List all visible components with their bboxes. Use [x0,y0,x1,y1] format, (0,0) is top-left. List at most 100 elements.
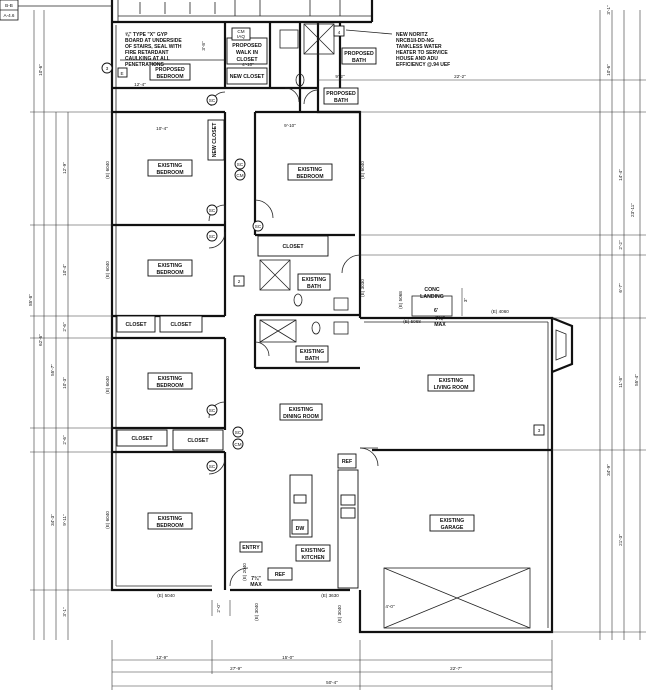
svg-text:CM: CM [236,173,243,178]
dimension-lines [30,10,646,690]
svg-text:EXISTING: EXISTING [298,167,322,173]
top-partial-area [0,0,374,24]
existing-kitchen-label: EXISTING KITCHEN [295,544,331,562]
svg-text:6'-7": 6'-7" [618,283,623,293]
closet-boxes [116,37,329,451]
svg-text:62'-6": 62'-6" [38,334,43,346]
section-ref-top: B-B [5,3,13,8]
svg-text:SC: SC [235,430,242,435]
svg-text:REF: REF [275,572,285,578]
existing-garage-label: EXISTING GARAGE [429,514,475,532]
fireplace [551,316,574,374]
svg-text:(E) 4060: (E) 4060 [491,309,509,314]
svg-text:BEDROOM: BEDROOM [296,174,323,180]
tag-3b: 3 [538,428,541,433]
svg-text:PROPOSED: PROPOSED [155,67,185,73]
svg-text:NRCB1II-DD-NG: NRCB1II-DD-NG [396,38,434,44]
closet-labels: CLOSET CLOSET CLOSET CLOSET CLOSET NEW C… [125,74,304,444]
proposed-walkin-label: PROPOSED WALK IN CLOSET [232,43,262,63]
svg-text:(E) 6040: (E) 6040 [105,376,110,394]
svg-text:TANKLESS WATER: TANKLESS WATER [396,44,442,50]
new-closet-side-label: NEW CLOSET [212,122,218,157]
svg-text:EXISTING: EXISTING [158,163,182,169]
svg-text:34'-9": 34'-9" [606,464,611,476]
garage-door [383,567,531,629]
svg-text:12'-4": 12'-4" [134,82,146,87]
existing-bedroom-5-label: EXISTING BEDROOM [287,163,333,181]
svg-text:7¾": 7¾" [435,315,445,322]
svg-text:9'-11": 9'-11" [62,514,67,526]
svg-text:FIRE RETARDANT: FIRE RETARDANT [125,50,169,56]
dimension-text: 12'-4" 10'-4" 9'-10" 9'-2" 22'-2" 4'-10"… [28,5,639,685]
svg-text:2'-6": 2'-6" [62,322,67,332]
svg-text:7¾": 7¾" [251,575,261,582]
svg-text:WALK IN: WALK IN [236,50,258,56]
existing-bedroom-4-label: EXISTING BEDROOM [147,512,193,530]
proposed-bedroom-label: PROPOSED BEDROOM [149,63,191,81]
svg-text:BATH: BATH [307,284,321,290]
svg-text:(E) 3630: (E) 3630 [321,593,339,598]
svg-text:EXISTING: EXISTING [302,277,326,283]
ref-label-1: REF [267,567,293,581]
svg-text:PROPOSED: PROPOSED [344,51,374,57]
svg-text:85'-8": 85'-8" [28,294,33,306]
svg-text:4'-10": 4'-10" [242,62,254,67]
svg-text:EXISTING: EXISTING [158,263,182,269]
svg-text:14'-4": 14'-4" [618,169,623,181]
svg-text:9'-10": 9'-10" [284,123,296,128]
noritz-note: NEW NORITZ NRCB1II-DD-NG TANKLESS WATER … [345,29,450,68]
svg-text:10'-3": 10'-3" [62,377,67,389]
svg-text:REF: REF [342,459,352,465]
svg-text:CAULKING AT ALL: CAULKING AT ALL [125,56,170,62]
sc-markers: SC SC CM SC SC SC SC SC CM SC CM IAQ [206,27,264,472]
svg-text:BATH: BATH [334,98,348,104]
svg-text:DINING ROOM: DINING ROOM [283,414,319,420]
svg-text:(E) 5068: (E) 5068 [403,319,421,324]
svg-text:SC: SC [209,98,216,103]
svg-text:11'-8": 11'-8" [618,376,623,388]
svg-text:HEATER TO SERVICE: HEATER TO SERVICE [396,50,448,56]
svg-text:SC: SC [237,162,244,167]
svg-text:PROPOSED: PROPOSED [326,91,356,97]
svg-text:(E) 6040: (E) 6040 [360,161,365,179]
svg-text:4'-0": 4'-0" [385,604,395,609]
svg-text:HOUSE AND ADU: HOUSE AND ADU [396,56,438,62]
svg-text:EXISTING: EXISTING [289,407,313,413]
svg-text:12'-9": 12'-9" [156,655,168,660]
window-labels: (E) 5068 (E) 4060 (E) 5040 (E) 3630 (E) … [105,161,509,623]
svg-text:BOARD AT UNDERSIDE: BOARD AT UNDERSIDE [125,38,182,44]
svg-text:BEDROOM: BEDROOM [156,170,183,176]
svg-text:55'-7": 55'-7" [50,364,55,376]
svg-text:BEDROOM: BEDROOM [156,270,183,276]
svg-text:LIVING ROOM: LIVING ROOM [434,385,469,391]
gyp-note: ⅝" TYPE "X" GYP BOARD AT UNDERSIDE OF ST… [125,32,182,68]
svg-text:(E) 6040: (E) 6040 [105,161,110,179]
svg-text:3'-1": 3'-1" [62,607,67,617]
svg-text:3'-1": 3'-1" [606,5,611,15]
svg-text:(E) 6040: (E) 6040 [105,511,110,529]
svg-text:GARAGE: GARAGE [441,525,464,531]
tag-e: E [120,71,123,76]
svg-text:EXISTING: EXISTING [301,548,325,554]
conc-landing-label: CONC LANDING [420,287,444,300]
svg-text:(E) 3030: (E) 3030 [360,279,365,297]
svg-text:SC: SC [209,464,216,469]
svg-text:EXISTING: EXISTING [440,518,464,524]
svg-text:BEDROOM: BEDROOM [156,74,183,80]
tag-4: 4 [338,30,341,35]
svg-text:CONC: CONC [424,287,440,293]
landing-step: 3" [463,298,468,303]
svg-text:PROPOSED: PROPOSED [232,43,262,49]
existing-bedroom-1-label: EXISTING BEDROOM [147,159,193,177]
closet-label-5: CLOSET [282,244,304,250]
bath-fixtures [259,23,349,343]
existing-bedroom-2-label: EXISTING BEDROOM [147,259,193,277]
existing-bath-2-label: EXISTING BATH [295,345,329,363]
svg-text:10'-4": 10'-4" [62,264,67,276]
svg-text:22'-7": 22'-7" [450,666,462,671]
svg-text:EXISTING: EXISTING [158,376,182,382]
svg-text:15'-0": 15'-0" [282,655,294,660]
proposed-bath-2-label: PROPOSED BATH [323,87,359,105]
existing-dining-label: EXISTING DINING ROOM [279,403,323,421]
svg-text:CLOSET: CLOSET [236,57,258,63]
